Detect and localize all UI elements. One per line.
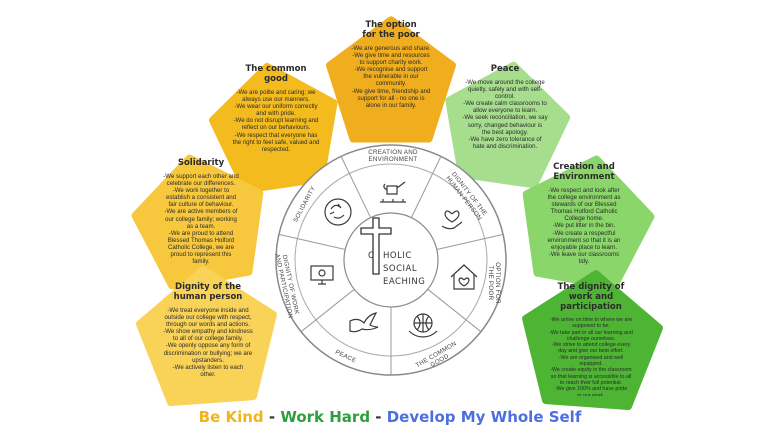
house-heart-icon xyxy=(450,264,478,290)
pentagon-body: -We move around the college quietly, saf… xyxy=(462,79,548,150)
pentagon-shape-common-good xyxy=(209,63,338,194)
pentagon-option-poor: The option for the poor -We are generous… xyxy=(334,20,448,132)
wheel-spoke xyxy=(410,156,442,218)
hands-icon xyxy=(324,198,352,226)
center-text-holic: HOLIC xyxy=(383,251,412,261)
pentagon-shape-peace xyxy=(445,61,571,189)
pentagon-creation: Creation and Environment -We respect and… xyxy=(523,162,645,274)
pentagon-dignity-human: Dignity of the human person -We treat ev… xyxy=(145,282,271,388)
pentagon-body: -We treat everyone inside and outside ou… xyxy=(163,307,253,378)
wheel-label-option-2: THE POOR xyxy=(487,266,494,301)
pentagon-title: Solidarity xyxy=(177,158,225,168)
pentagon-body: -We respect and look after the college e… xyxy=(547,187,621,265)
center-text-c: C xyxy=(368,251,374,261)
wheel-spoke xyxy=(340,156,372,218)
pentagon-title: Creation and Environment xyxy=(553,162,615,182)
pentagon-shape-dignity-human xyxy=(136,266,277,406)
pentagon-solidarity: Solidarity -We support each other and ce… xyxy=(143,158,259,274)
pentagon-title: Dignity of the human person xyxy=(173,282,243,302)
slogan-separator: - xyxy=(263,408,281,426)
pentagon-shape-option-poor xyxy=(326,16,456,143)
center-text-teaching: EACHING xyxy=(383,277,425,287)
globe-hands-icon xyxy=(408,313,438,338)
slogan-separator: - xyxy=(370,408,387,426)
wheel-spoke xyxy=(278,233,346,250)
pentagon-body: -We support each other and celebrate our… xyxy=(163,173,239,266)
pentagon-common-good: The common good -We are polite and carin… xyxy=(216,64,336,182)
wheel-spoke xyxy=(436,233,504,250)
computer-gear-icon xyxy=(310,265,334,285)
cross-icon xyxy=(360,217,392,275)
pentagon-peace: Peace -We move around the college quietl… xyxy=(446,64,564,174)
wheel-label-creation-2: ENVIRONMENT xyxy=(368,156,417,163)
wheel-ring xyxy=(275,144,507,376)
pentagon-title: The dignity of work and participation xyxy=(557,282,625,312)
pentagon-body: -We arrive on time to where we are suppo… xyxy=(549,317,633,396)
pentagon-body: -We are generous and share. -We give tim… xyxy=(351,45,431,109)
wheel-spoke xyxy=(427,288,482,333)
pentagon-dignity-work: The dignity of work and participation -W… xyxy=(528,282,654,396)
heart-hand-icon xyxy=(441,210,463,230)
pentagon-body: -We are polite and caring; we always use… xyxy=(232,89,320,153)
pentagon-shape-creation xyxy=(522,155,655,291)
pentagon-title: The common good xyxy=(245,64,307,84)
slogan: Be Kind - Work Hard - Develop My Whole S… xyxy=(0,408,780,426)
slogan-develop: Develop My Whole Self xyxy=(386,408,582,426)
slogan-be-kind: Be Kind xyxy=(198,408,264,426)
pentagon-title: The option for the poor xyxy=(362,20,420,40)
dove-icon xyxy=(349,312,379,333)
pentagon-shapes xyxy=(131,16,663,410)
wheel-spoke xyxy=(300,288,355,333)
pentagon-shape-dignity-work xyxy=(522,270,663,410)
watering-can-icon xyxy=(380,181,406,203)
pentagon-title: Peace xyxy=(490,64,520,74)
wheel-label-creation-1: CREATION AND xyxy=(368,149,418,156)
slogan-work-hard: Work Hard xyxy=(280,408,371,426)
center-text-social: SOCIAL xyxy=(383,264,417,274)
wheel-label-option-1: OPTION FOR xyxy=(494,262,501,304)
